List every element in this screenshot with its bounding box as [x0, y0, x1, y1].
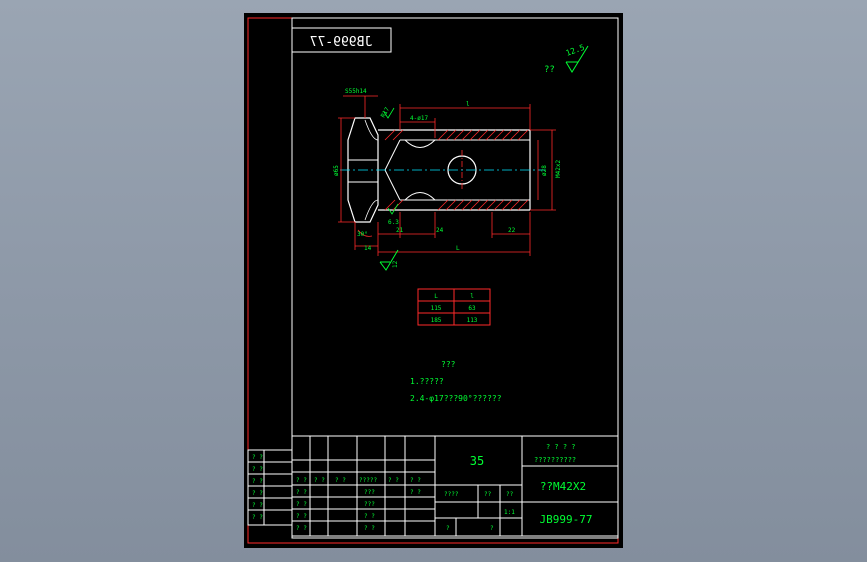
dim-22: 22 [508, 227, 516, 234]
company-line-1: ? ? ? ? [546, 443, 576, 451]
dim-thread: M42x2 [555, 160, 562, 178]
dimension-lines [338, 95, 556, 256]
side-row: ? ? [252, 466, 263, 473]
code-box [291, 27, 392, 53]
table-header-l: l [470, 293, 474, 300]
table-cell: 63 [468, 305, 476, 312]
side-row: ? ? [252, 490, 263, 497]
material: 35 [470, 454, 484, 468]
dim-hex-height: ø65 [333, 165, 340, 176]
dim-hex-flats: S55h14 [345, 88, 367, 95]
dim-L-top: l [466, 101, 470, 108]
dim-24: 24 [436, 227, 444, 234]
dim-head-thk: 14 [364, 245, 372, 252]
table-cell: 115 [431, 305, 442, 312]
roughness-head-icon [383, 107, 395, 119]
mirrored-code-text: JB999-77 [310, 35, 373, 50]
sign-label: ? ? [335, 477, 346, 484]
dim-cross-hole: 4-ø17 [410, 115, 428, 122]
sign-label: ? ? [296, 477, 307, 484]
sign-label: ? ? [296, 501, 307, 508]
sign-label: ? ? [296, 489, 307, 496]
sign-label: ? ? [364, 525, 375, 532]
dim-r17: R17 [380, 106, 392, 119]
table-cell: 113 [467, 317, 478, 324]
dim-bore: ø28 [541, 165, 548, 176]
size-table: L l 115 63 185 113 [417, 288, 491, 326]
sign-label: ????? [359, 477, 377, 484]
title-block [247, 435, 619, 537]
dim-rough-12: 12 [392, 260, 399, 268]
table-cell: 185 [431, 317, 442, 324]
roughness-bottom-icon [379, 249, 399, 271]
scale-value: 1:1 [504, 509, 515, 516]
roughness-label: ?? [544, 65, 555, 75]
sheet-label: ? [490, 525, 494, 532]
sign-label: ? ? [314, 477, 325, 484]
dim-21: 21 [396, 227, 404, 234]
sign-label: ? ? [388, 477, 399, 484]
drawing-sheet [244, 13, 623, 548]
sign-label: ??? [364, 501, 375, 508]
sign-label: ? ? [410, 477, 421, 484]
dim-chamfer: 30° [357, 231, 368, 238]
inner-frame [291, 17, 619, 539]
note-2: 2.4-φ17???90°?????? [410, 394, 502, 403]
dim-roughness-63: 6.3 [388, 219, 399, 226]
scale-label: ?? [506, 491, 514, 498]
roughness-symbol-icon [565, 45, 589, 73]
sign-label: ? ? [410, 489, 421, 496]
note-1: 1.????? [410, 377, 444, 386]
quantity-label: ???? [444, 491, 459, 498]
roughness-inner-icon [387, 203, 399, 215]
company-line-2: ?????????? [534, 456, 576, 464]
weight-label: ?? [484, 491, 492, 498]
part-drawing [340, 117, 545, 223]
side-row: ? ? [252, 478, 263, 485]
side-row: ? ? [252, 514, 263, 521]
part-name: ??M42X2 [540, 480, 586, 493]
title-block-code: JB999-77 [540, 513, 593, 526]
sign-label: ? ? [364, 513, 375, 520]
dim-L-bottom: L [456, 245, 460, 252]
notes-title: ??? [441, 360, 456, 369]
sign-label: ? ? [296, 525, 307, 532]
sheet-label: ? [446, 525, 450, 532]
sign-label: ??? [364, 489, 375, 496]
side-row: ? ? [252, 502, 263, 509]
table-header-L: L [434, 293, 438, 300]
side-row: ? ? [252, 454, 263, 461]
sign-label: ? ? [296, 513, 307, 520]
